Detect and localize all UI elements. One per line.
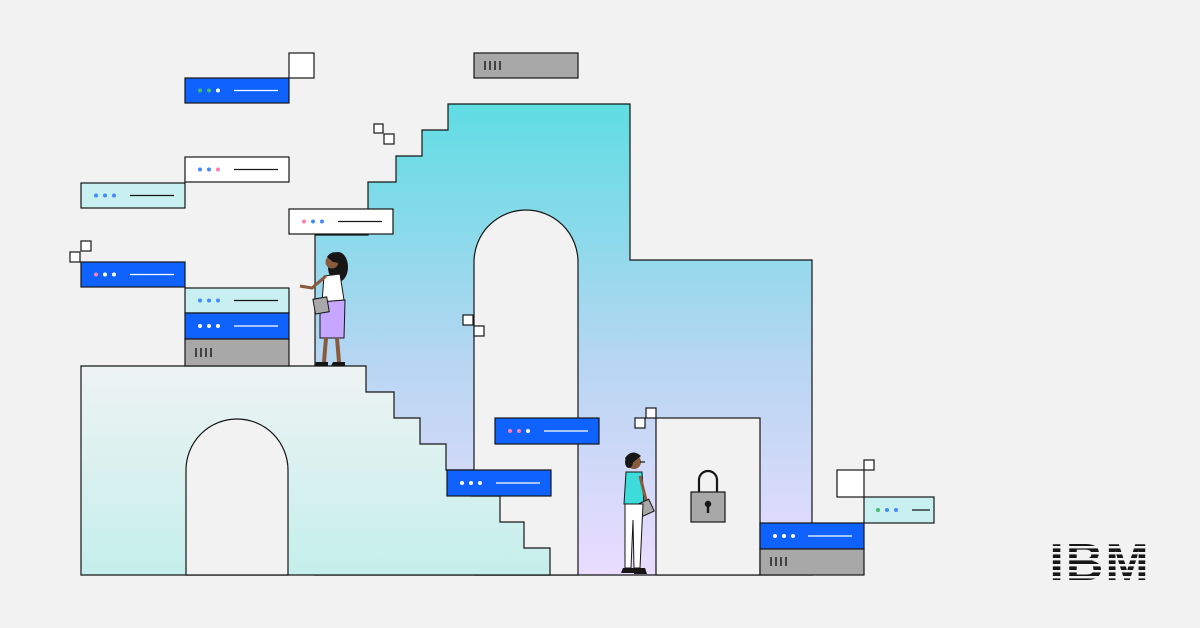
server-block-blue-1 <box>184 77 290 104</box>
server-block-teal-2 <box>863 496 935 524</box>
server-block-white-1 <box>184 156 290 183</box>
server-block-blue-4 <box>446 469 552 497</box>
ibm-logo-text: IBM <box>1049 534 1150 592</box>
locked-vault <box>655 417 761 576</box>
person-figure-bottom <box>621 452 655 574</box>
front-stairs <box>80 365 551 576</box>
server-stack-right <box>759 522 865 576</box>
decorative-squares <box>69 52 875 498</box>
server-block-blue-2 <box>80 261 186 288</box>
server-stack <box>184 287 290 367</box>
server-block-white-2 <box>288 208 394 235</box>
ibm-logo: IBM <box>1040 534 1166 592</box>
server-block-teal-1 <box>80 182 186 209</box>
server-block-blue-3 <box>494 417 600 445</box>
server-block-top-gray <box>473 52 579 79</box>
padlock-icon <box>690 469 726 523</box>
person-figure-top <box>299 252 348 366</box>
